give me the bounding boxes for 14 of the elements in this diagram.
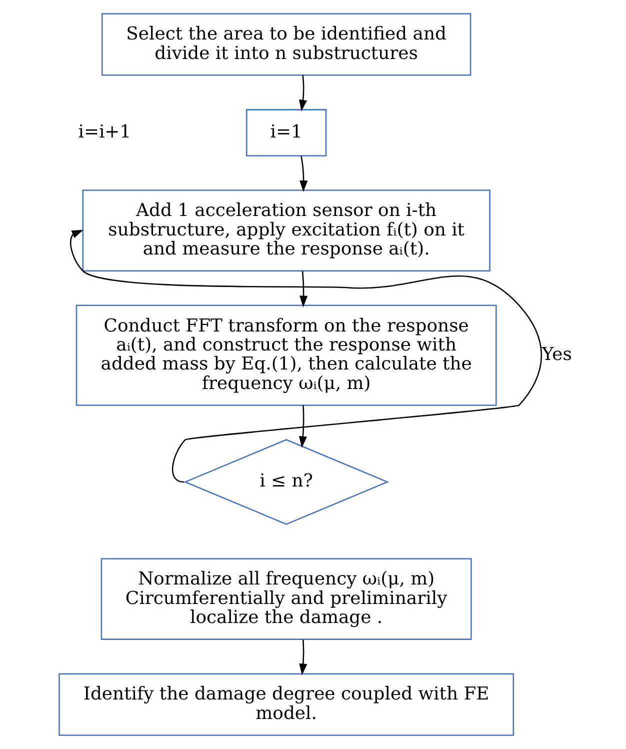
node-box: Add 1 acceleration sensor on i-th substructure, apply excitation fᵢ(t) on it and measure the response aᵢ(t).: [82, 190, 490, 272]
node-box: Select the area to be identified and divide it into n substructures: [100, 13, 471, 76]
arrow: [298, 640, 307, 676]
label: i=i+1: [78, 121, 131, 142]
arrow: [298, 405, 306, 448]
arrow: [299, 156, 308, 192]
node-box: Normalize all frequency ωᵢ(μ, m) Circumferentially and preliminarily localize the damage .: [100, 558, 472, 640]
arrow: [70, 230, 542, 483]
arrow: [298, 75, 307, 112]
node-box: i=1: [246, 109, 326, 156]
node-diamond: i ≤ n?: [183, 439, 389, 525]
arrow: [299, 271, 308, 308]
node-box: Identify the damage degree coupled with FE model.: [58, 673, 514, 736]
node-box: Conduct FFT transform on the response aᵢ(t), and construct the response with added mass by Eq.(1), then calculate the frequency ωᵢ(μ, m): [75, 304, 496, 406]
